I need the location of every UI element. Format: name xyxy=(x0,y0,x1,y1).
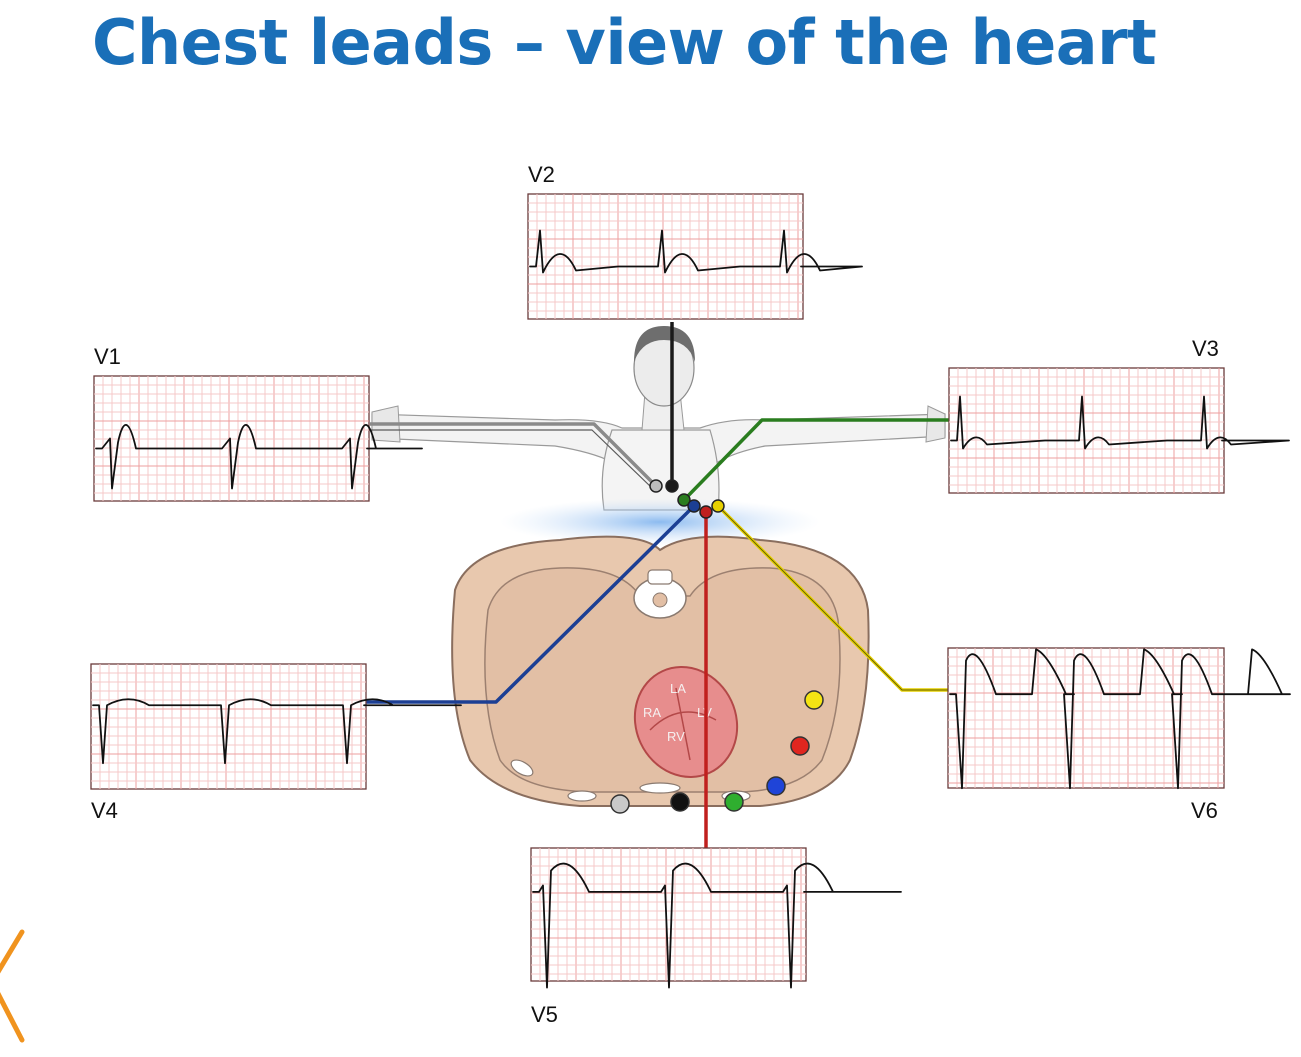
electrode-v2 xyxy=(665,479,679,493)
right-hand xyxy=(925,405,946,443)
page-title: Chest leads – view of the heart xyxy=(92,6,1157,79)
electrode-v5 xyxy=(699,505,713,519)
ecg-strip-v1 xyxy=(93,375,423,502)
lead-label-v5: V5 xyxy=(531,1002,558,1027)
chest-glow xyxy=(500,498,820,546)
thorax-cross-section: LA RA LV RV xyxy=(451,535,870,807)
ecg-strip-v4 xyxy=(90,663,462,790)
thorax-electrode-v3 xyxy=(724,792,744,812)
thorax-electrode-v6 xyxy=(804,690,824,710)
spine xyxy=(633,569,687,619)
chamber-la: LA xyxy=(670,681,686,696)
electrode-v6 xyxy=(711,499,725,513)
v1-leader-inner xyxy=(370,429,653,489)
lead-label-v6: V6 xyxy=(1191,798,1218,823)
lead-label-v1: V1 xyxy=(94,344,121,369)
thorax-electrodes xyxy=(610,690,824,814)
ecg-strip-v5 xyxy=(530,847,902,989)
heart: LA RA LV RV xyxy=(633,666,739,778)
torso xyxy=(601,429,720,511)
chest-electrodes xyxy=(649,479,725,519)
chevron-left-icon xyxy=(0,929,25,1043)
v6-leader-edge xyxy=(717,505,950,691)
leader-lines xyxy=(366,322,950,848)
ecg-strip-v3 xyxy=(948,367,1290,494)
chamber-ra: RA xyxy=(643,705,661,720)
chamber-rv: RV xyxy=(667,729,685,744)
v1-leader xyxy=(370,422,658,488)
thorax-electrode-v5 xyxy=(790,736,810,756)
lead-label-v4: V4 xyxy=(91,798,118,823)
electrode-v3 xyxy=(677,493,691,507)
electrode-v4 xyxy=(687,499,701,513)
ecg-strip-v6 xyxy=(947,647,1291,790)
electrode-v1 xyxy=(649,479,663,493)
thorax-electrode-v2 xyxy=(670,792,690,812)
thorax-electrode-v4 xyxy=(766,776,786,796)
lead-label-v2: V2 xyxy=(528,162,555,187)
v3-leader xyxy=(682,418,950,502)
hair xyxy=(634,326,695,362)
body-figure xyxy=(371,326,946,511)
ecg-strip-v2 xyxy=(527,193,863,320)
v4-leader xyxy=(366,504,696,704)
thorax-electrode-v1 xyxy=(610,794,630,814)
lead-label-v3: V3 xyxy=(1192,336,1219,361)
